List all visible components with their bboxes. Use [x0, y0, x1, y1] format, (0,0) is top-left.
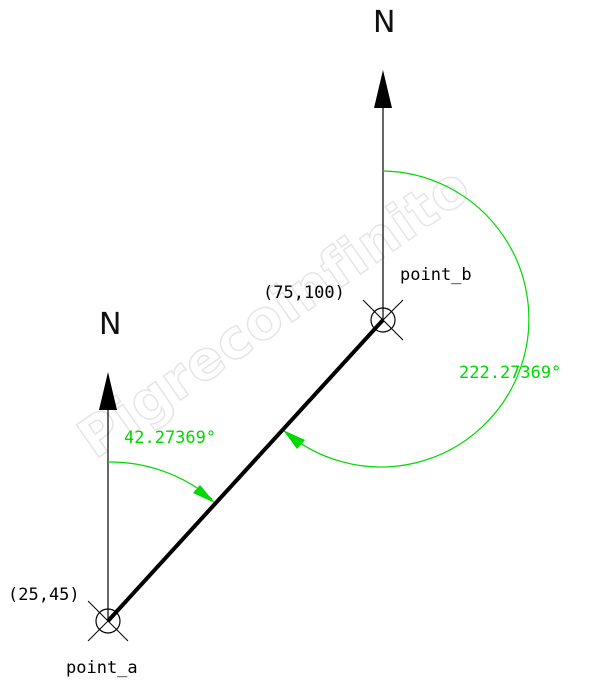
angle-arrow-b-icon — [283, 430, 305, 449]
point-a-label: point_a — [66, 658, 138, 678]
bearing-line — [106, 318, 385, 623]
angle-arc-b — [282, 170, 530, 468]
watermark: Pigrecoinfinito — [66, 154, 481, 471]
north-arrow-b-icon — [374, 70, 392, 108]
north-label-b: N — [373, 5, 395, 40]
angle-arrow-a-icon — [193, 485, 215, 503]
point-b-marker-icon — [362, 299, 404, 341]
north-arrow-a-icon — [99, 372, 117, 410]
point-a-coords: (25,45) — [8, 585, 80, 605]
point-a-marker-icon — [87, 600, 129, 642]
north-label-a: N — [99, 307, 121, 342]
point-b-label: point_b — [400, 265, 472, 285]
angle-label-a: 42.27369° — [124, 428, 216, 448]
point-b-coords: (75,100) — [263, 283, 345, 303]
angle-label-b: 222.27369° — [459, 363, 561, 383]
